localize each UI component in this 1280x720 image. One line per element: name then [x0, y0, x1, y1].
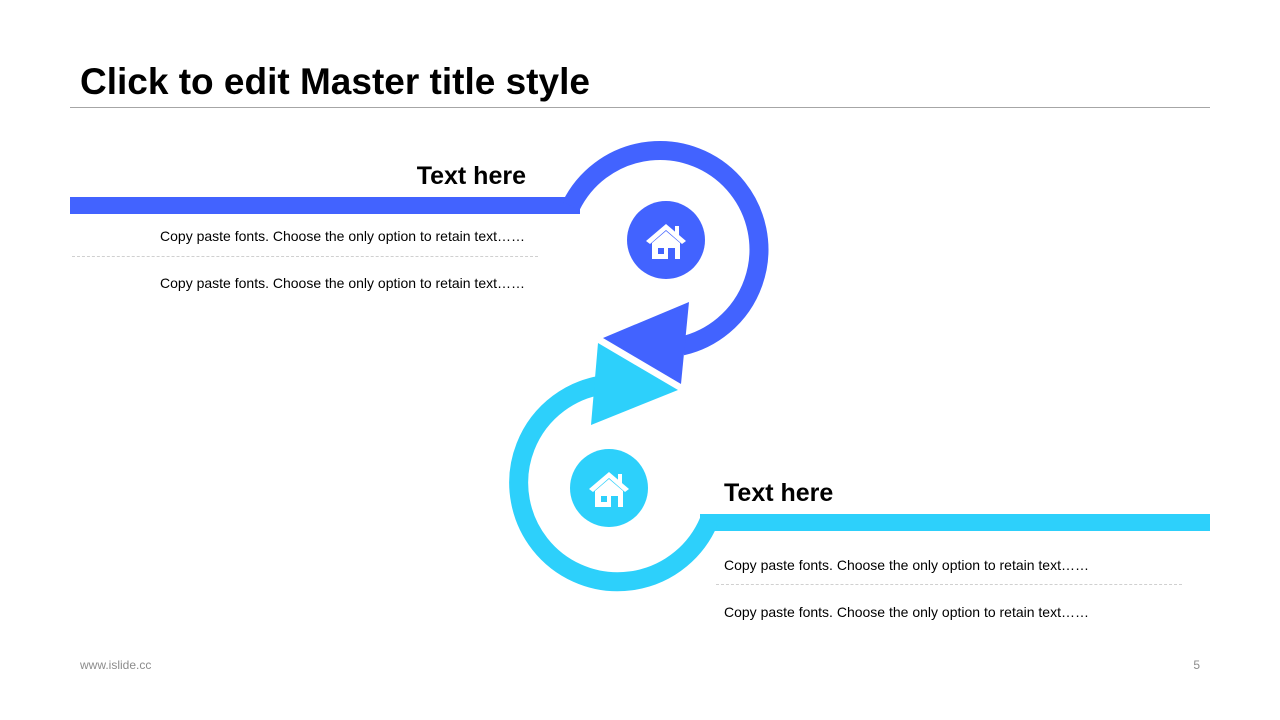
step-1-line-1: Copy paste fonts. Choose the only option… — [160, 228, 525, 244]
step-1-divider — [72, 256, 538, 257]
footer-url[interactable]: www.islide.cc — [80, 658, 152, 672]
house-icon — [646, 224, 686, 259]
top-bar — [70, 197, 580, 214]
house-icon — [589, 472, 629, 507]
step-1-heading: Text here — [416, 162, 526, 190]
bottom-bar — [700, 514, 1210, 531]
step-1-line-2: Copy paste fonts. Choose the only option… — [160, 275, 525, 291]
title-divider — [70, 107, 1210, 108]
step-2-line-2: Copy paste fonts. Choose the only option… — [724, 604, 1089, 620]
slide-title: Click to edit Master title style — [80, 61, 590, 102]
step-2-line-1: Copy paste fonts. Choose the only option… — [724, 557, 1089, 573]
bottom-arrowhead — [591, 343, 678, 425]
page-number: 5 — [1193, 658, 1200, 672]
step-2-heading: Text here — [724, 479, 834, 507]
step-2-divider — [716, 584, 1182, 585]
bottom-arc-arrow-shaft — [509, 375, 718, 592]
top-arrowhead — [603, 302, 689, 384]
top-arc-arrow-shaft — [562, 141, 769, 356]
